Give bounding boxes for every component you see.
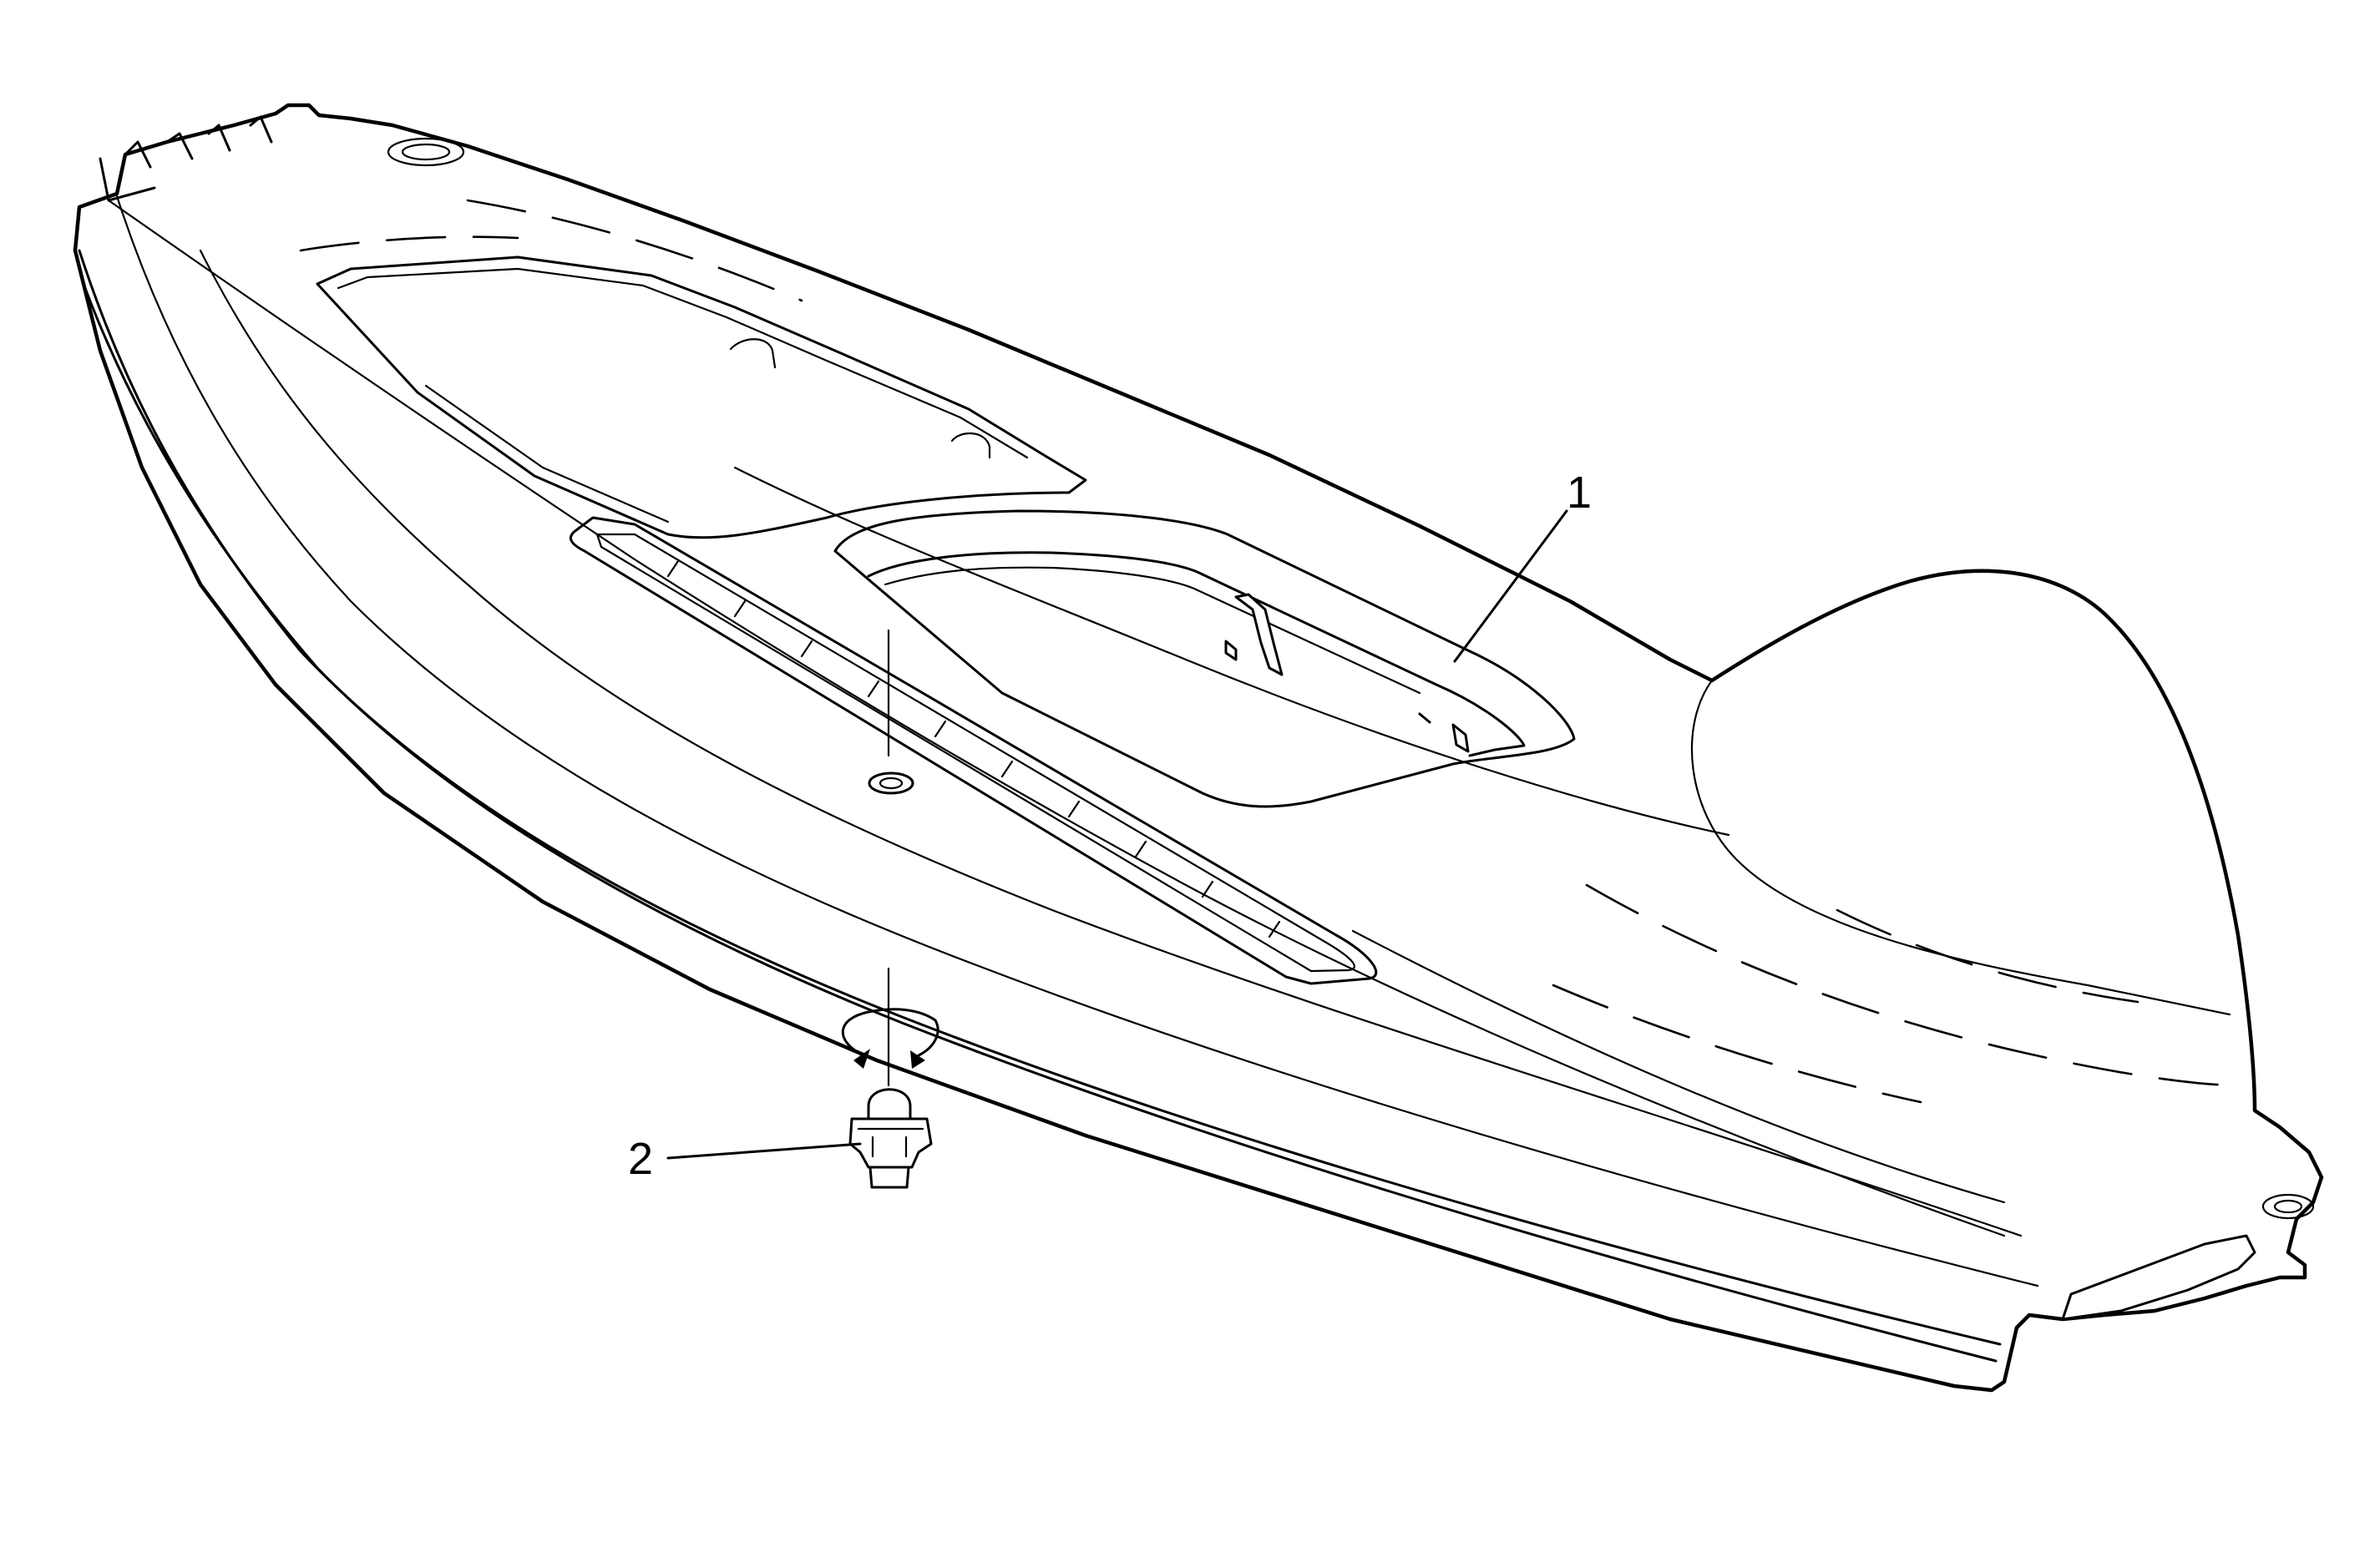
mounting-tab <box>1224 640 1238 661</box>
callout-label: 2 <box>628 1134 653 1184</box>
window-opening-inner <box>884 566 1421 695</box>
surface-contour <box>1690 679 2231 1016</box>
leader-line <box>1453 509 1568 663</box>
shelf-panel <box>73 103 2324 1393</box>
leader-line <box>666 1142 862 1160</box>
window-opening <box>316 255 1087 539</box>
mounting-tab <box>1234 593 1284 676</box>
fastener-hole <box>879 776 904 790</box>
hidden-line <box>1552 984 1922 1104</box>
socket-body-detail <box>857 1127 924 1158</box>
surface-contour <box>1351 929 2006 1204</box>
surface-contour <box>733 466 1730 837</box>
lamp-slot-inner <box>595 533 1355 973</box>
window-tab <box>729 338 991 459</box>
hidden-line <box>299 235 519 252</box>
surface-contour <box>107 199 2006 1237</box>
bulb <box>867 1088 912 1120</box>
callout-2: 2 <box>628 1134 862 1184</box>
rotation-arrow-icon <box>842 1008 939 1069</box>
lamp-slot-ribs <box>666 559 1281 938</box>
panel-edge-line <box>82 282 1998 1363</box>
mounting-tab <box>1418 712 1470 753</box>
hidden-line <box>1836 908 2139 1004</box>
fastener-hole <box>868 771 914 795</box>
panel-clip-hole <box>387 137 465 167</box>
panel-clip-hole <box>2261 1193 2315 1220</box>
socket-body <box>848 1117 933 1169</box>
window-opening <box>833 509 1576 808</box>
panel-outline <box>73 103 2324 1393</box>
callout-label: 1 <box>1567 468 1592 518</box>
panel-clip-hole <box>401 143 451 161</box>
socket-connector <box>868 1166 910 1189</box>
hidden-line <box>466 199 803 302</box>
panel-clip-hole <box>2273 1199 2303 1214</box>
panel-edge-line <box>115 195 2039 1287</box>
lamp-slot <box>570 516 1378 985</box>
callout-1: 1 <box>1453 468 1592 663</box>
panel-edge-line <box>199 249 2023 1237</box>
bulb-socket <box>842 629 939 1189</box>
hidden-line <box>1585 883 2240 1087</box>
panel-bracket <box>2061 1234 2256 1321</box>
window-opening-inner <box>337 267 1029 524</box>
